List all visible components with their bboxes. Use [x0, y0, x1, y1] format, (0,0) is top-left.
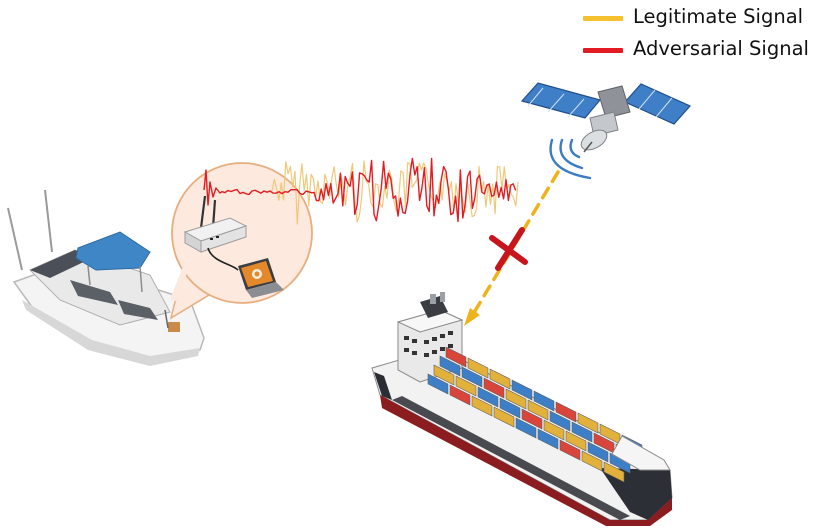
- container-block: [471, 395, 493, 417]
- container-block: [527, 399, 549, 421]
- container-block: [467, 357, 489, 379]
- container-block: [581, 450, 603, 472]
- laptop-icon: [238, 258, 284, 298]
- container-ship-icon: [371, 292, 673, 526]
- container-block: [489, 368, 511, 390]
- yacht-icon: [7, 189, 205, 366]
- container-block: [505, 388, 527, 410]
- container-block: [537, 428, 559, 450]
- container-block: [477, 386, 499, 408]
- legitimate-legend-swatch: [583, 16, 623, 21]
- container-block: [559, 439, 581, 461]
- container-block: [533, 390, 555, 412]
- legend-item-adversarial: Adversarial Signal: [583, 36, 813, 68]
- blocked-x-icon: [489, 227, 528, 271]
- container-block: [515, 417, 537, 439]
- container-block: [549, 410, 571, 432]
- legitimate-signal-wave: [271, 160, 519, 225]
- container-block: [439, 355, 461, 377]
- container-block: [577, 412, 599, 434]
- gnss-receiver-icon: [183, 195, 248, 271]
- satellite-icon: [520, 82, 691, 153]
- legend-item-legitimate: Legitimate Signal: [583, 4, 813, 36]
- container-block: [427, 373, 449, 395]
- adversarial-legend-swatch: [583, 48, 623, 53]
- legend-label-legitimate: Legitimate Signal: [633, 5, 804, 28]
- container-block: [521, 408, 543, 430]
- container-block: [543, 419, 565, 441]
- container-block: [455, 375, 477, 397]
- container-block: [603, 461, 625, 483]
- container-block: [449, 384, 471, 406]
- container-block: [499, 397, 521, 419]
- legend-label-adversarial: Adversarial Signal: [633, 37, 809, 60]
- container-block: [483, 377, 505, 399]
- container-block: [511, 379, 533, 401]
- container-block: [445, 346, 467, 368]
- container-block: [433, 364, 455, 386]
- wireless-signal-icon: [549, 138, 592, 180]
- container-block: [587, 441, 609, 463]
- container-block: [571, 421, 593, 443]
- container-block: [565, 430, 587, 452]
- container-block: [461, 366, 483, 388]
- container-block: [555, 401, 577, 423]
- container-block: [493, 406, 515, 428]
- adversarial-signal-wave: [203, 157, 517, 223]
- legend: Legitimate Signal Adversarial Signal: [583, 4, 813, 68]
